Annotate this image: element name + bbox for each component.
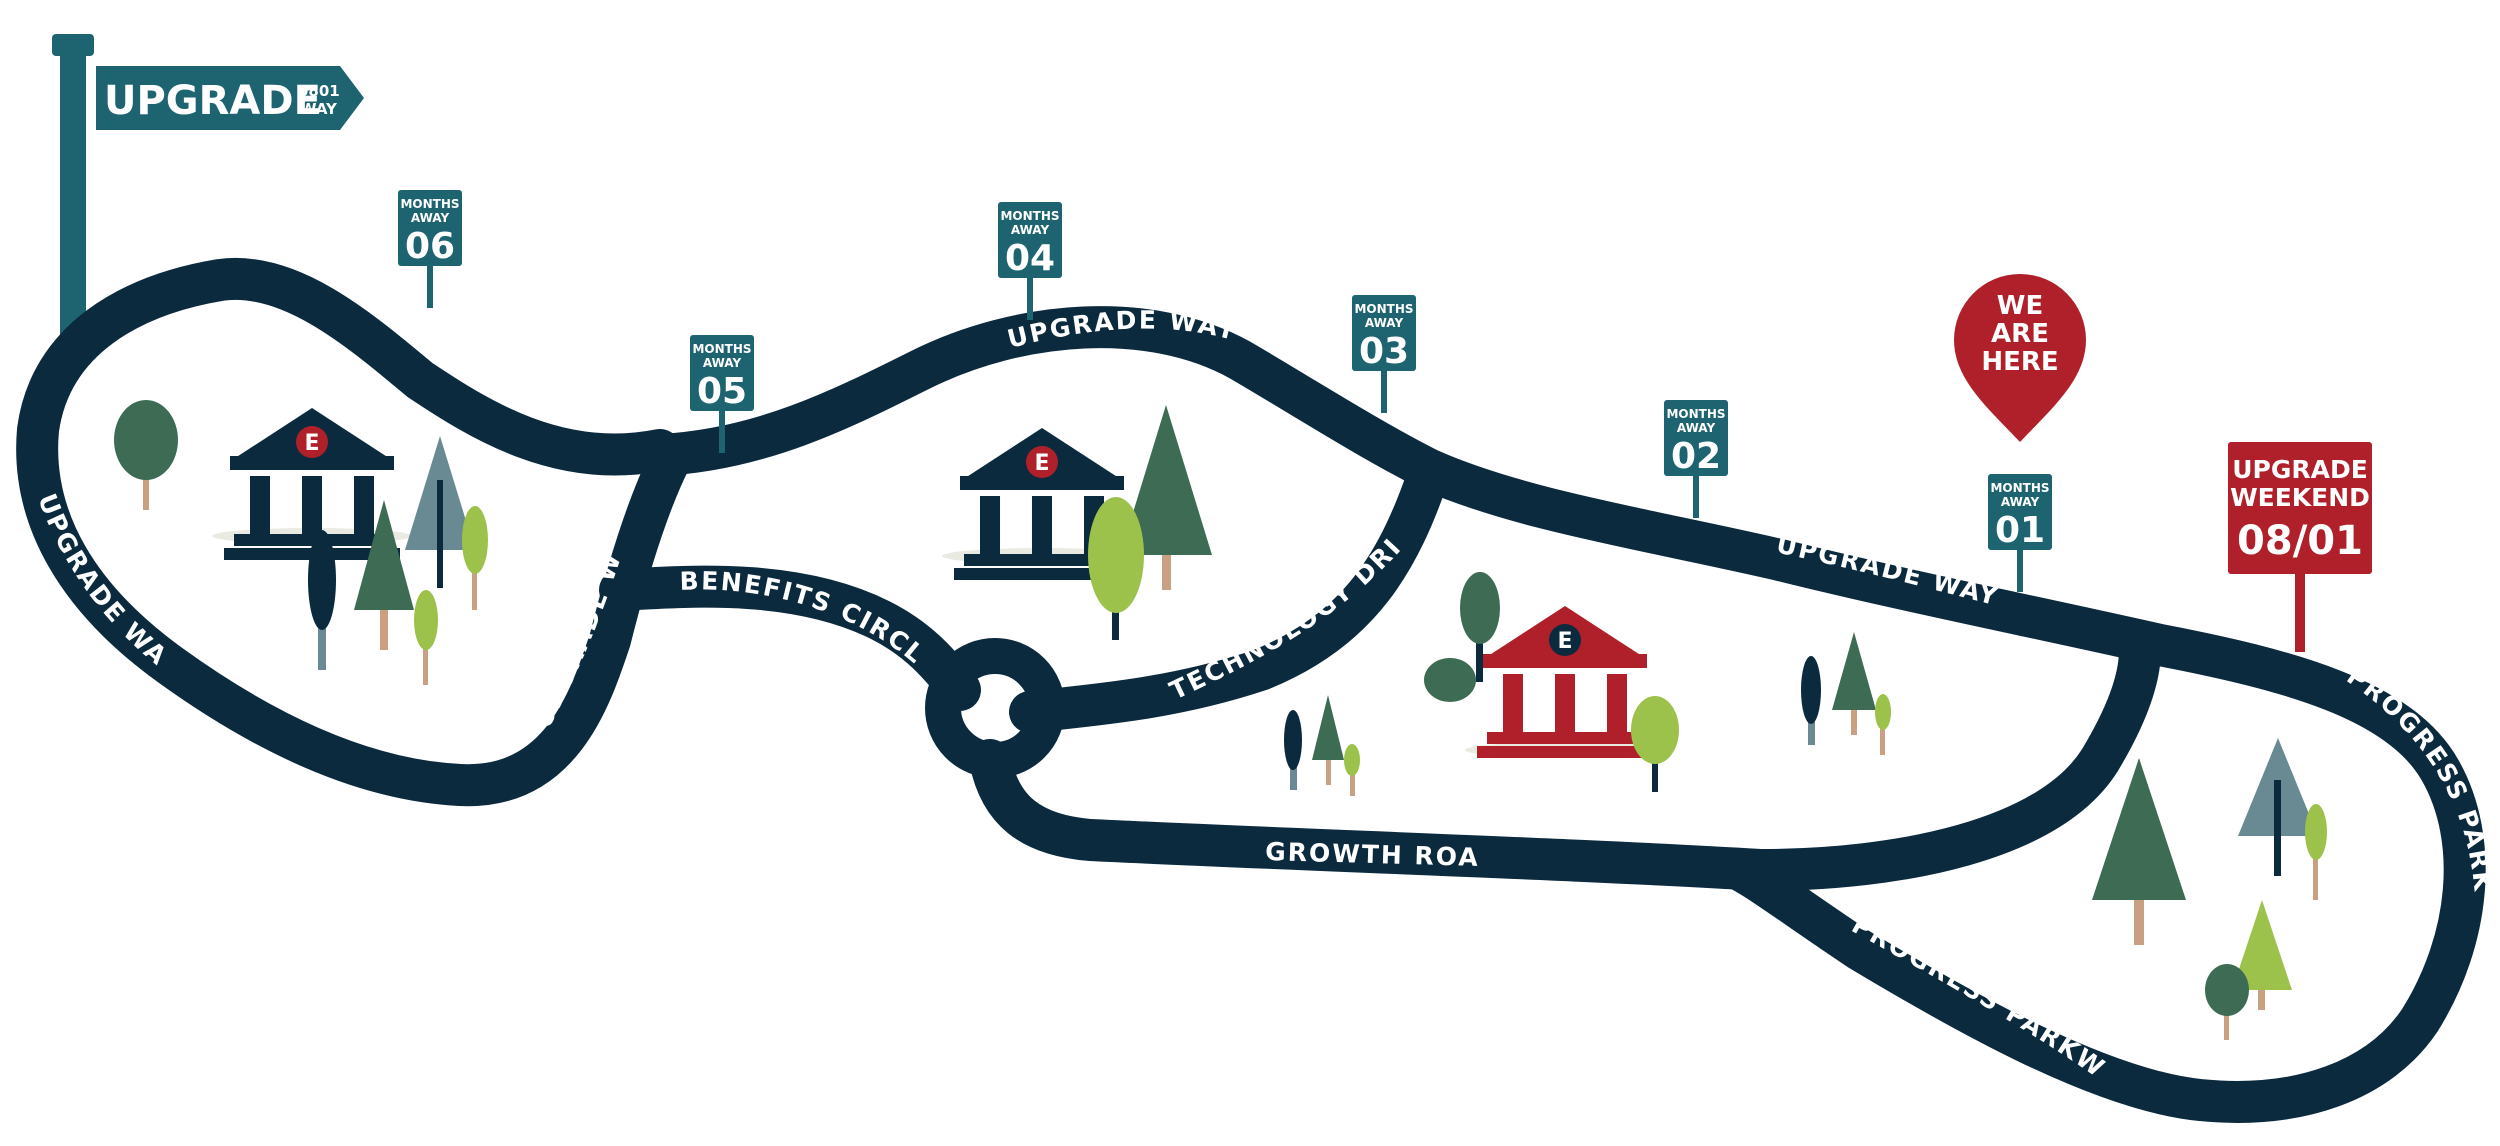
tree-icon [414,590,438,685]
bank-logo-icon: E [304,431,319,456]
road-network [16,257,2486,1123]
tree-icon [1312,695,1344,785]
tree-icon [1120,405,1212,590]
road-benefits-circle [599,565,981,711]
upgrade-sign-way: WAY [300,100,338,118]
tree-icon [308,530,336,670]
tree-icon [1424,658,1476,702]
tree-icon [1344,744,1360,796]
tree-icon [405,436,475,588]
tree-icon [2232,900,2292,1010]
svg-text:AWAY: AWAY [1011,223,1050,237]
upgrade-weekend-sign: UPGRADE WEEKEND 08/01 [2228,442,2372,652]
trees [114,400,2327,1040]
months-sign-04: MONTHS AWAY 04 [998,202,1062,320]
svg-text:AWAY: AWAY [703,356,742,370]
svg-text:WE: WE [1997,291,2043,321]
tree-icon [462,506,488,610]
svg-text:MONTHS: MONTHS [1990,481,2049,495]
months-number: 04 [1005,238,1055,279]
header-signpost: UPGRADE 0801 WAY [52,34,364,360]
tree-icon [1088,497,1144,640]
tree-icon [1631,696,1679,792]
svg-text:AWAY: AWAY [411,211,450,225]
tree-icon [2092,758,2186,945]
we-are-here-pin: WE ARE HERE [1954,274,2086,442]
svg-text:MONTHS: MONTHS [692,342,751,356]
svg-text:AWAY: AWAY [2001,495,2040,509]
upgrade-sign-number: 0801 [298,82,340,100]
months-sign-02: MONTHS AWAY 02 [1664,400,1728,518]
months-number: 03 [1359,331,1409,372]
upgrade-date: 08/01 [2237,518,2363,564]
svg-text:AWAY: AWAY [1677,421,1716,435]
tree-icon [114,400,178,510]
building-1: E [212,408,412,560]
tree-icon [2238,738,2318,876]
bank-logo-icon: E [1034,451,1049,476]
bank-logo-icon: E [1557,629,1572,654]
building-current: E [1465,606,1665,758]
tree-icon [1832,632,1876,735]
svg-text:WEEKEND: WEEKEND [2230,483,2370,512]
svg-text:MONTHS: MONTHS [1354,302,1413,316]
svg-text:MONTHS: MONTHS [400,197,459,211]
months-number: 05 [697,371,747,412]
svg-text:HERE: HERE [1981,347,2058,377]
road-upgrade-way [16,257,691,807]
months-sign-03: MONTHS AWAY 03 [1352,295,1416,413]
tree-icon [354,500,414,650]
months-number: 02 [1671,436,1721,477]
location-pin-icon [1954,274,2086,442]
months-number: 06 [405,226,455,267]
road-technology-drive [1009,449,1451,733]
months-number: 01 [1995,510,2045,551]
months-sign-05: MONTHS AWAY 05 [690,335,754,453]
svg-text:MONTHS: MONTHS [1000,209,1059,223]
svg-text:AWAY: AWAY [1365,316,1404,330]
tree-icon [2205,964,2249,1040]
tree-icon [1875,694,1891,755]
upgrade-sign-title: UPGRADE [104,78,321,124]
svg-text:UPGRADE: UPGRADE [2232,455,2368,484]
months-sign-06: MONTHS AWAY 06 [398,190,462,308]
tree-icon [2305,804,2327,900]
upgrade-way-sign [96,66,364,130]
tree-icon [1284,710,1302,790]
months-sign-01: MONTHS AWAY 01 [1988,474,2052,592]
tree-icon [1801,656,1821,745]
svg-text:MONTHS: MONTHS [1666,407,1725,421]
road-growth-road [969,629,2161,891]
svg-text:ARE: ARE [1991,319,2049,349]
tree-icon [1460,572,1500,682]
